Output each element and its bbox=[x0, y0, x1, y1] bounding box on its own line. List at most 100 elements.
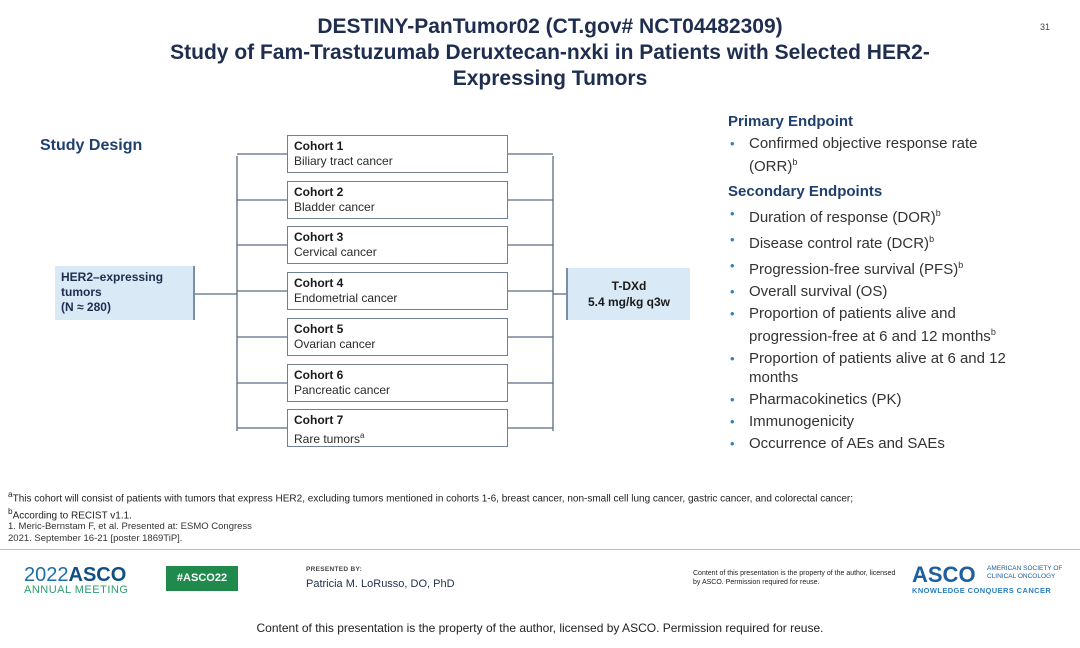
primary-endpoint-heading: Primary Endpoint bbox=[728, 113, 854, 130]
cohort-description-text: Rare tumors bbox=[294, 432, 361, 446]
bullet-icon: • bbox=[730, 232, 735, 247]
footnote-b: bAccording to RECIST v1.1. bbox=[8, 505, 1068, 522]
endpoint-item: •Proportion of patients alive and progre… bbox=[728, 304, 1028, 346]
meeting-subtitle: ANNUAL MEETING bbox=[24, 584, 129, 596]
primary-endpoint-list: • Confirmed objective response rate (ORR)… bbox=[728, 134, 1028, 176]
bullet-icon: • bbox=[730, 284, 735, 299]
cohort-description: Cervical cancer bbox=[294, 245, 501, 260]
endpoint-text: Occurrence of AEs and SAEs bbox=[749, 435, 945, 452]
hashtag-badge: #ASCO22 bbox=[166, 566, 238, 591]
cohort-name: Cohort 4 bbox=[294, 276, 344, 290]
endpoint-text: Confirmed objective response rate (ORR) bbox=[749, 135, 978, 175]
presented-by-label: PRESENTED BY: bbox=[306, 566, 363, 573]
cohort-description: Biliary tract cancer bbox=[294, 154, 501, 169]
cohort-footnote-mark: a bbox=[360, 431, 365, 440]
endpoint-text: Progression-free survival (PFS) bbox=[749, 261, 959, 278]
title-line-3: Expressing Tumors bbox=[452, 67, 648, 90]
endpoint-item: • Duration of response (DOR)b bbox=[728, 204, 1028, 227]
endpoint-footnote-mark: b bbox=[958, 260, 964, 270]
asco-organization-name: AMERICAN SOCIETY OF CLINICAL ONCOLOGY bbox=[987, 565, 1063, 580]
bullet-icon: • bbox=[730, 136, 735, 151]
bullet-icon: • bbox=[730, 414, 735, 429]
bullet-icon: • bbox=[730, 206, 735, 221]
title-line-1: DESTINY-PanTumor02 (CT.gov# NCT04482309) bbox=[317, 15, 783, 38]
cohort-description-text: Endometrial cancer bbox=[294, 291, 398, 305]
endpoint-item: • Pharmacokinetics (PK) bbox=[728, 390, 1028, 409]
population-box: HER2–expressing tumors (N ≈ 280) bbox=[55, 266, 195, 320]
slide-title: DESTINY-PanTumor02 (CT.gov# NCT04482309)… bbox=[40, 14, 1060, 92]
endpoint-text: Proportion of patients alive and progres… bbox=[749, 305, 991, 345]
secondary-endpoint-list: •Duration of response (DOR)b•Disease con… bbox=[728, 204, 1028, 453]
endpoint-footnote-mark: b bbox=[935, 208, 941, 218]
population-line-3: (N ≈ 280) bbox=[61, 300, 111, 314]
footnote-b-mark: b bbox=[8, 506, 13, 517]
endpoint-item: • Confirmed objective response rate (ORR)… bbox=[728, 134, 1028, 176]
cohort-description-text: Pancreatic cancer bbox=[294, 383, 391, 397]
footer-copyright: Content of this presentation is the prop… bbox=[693, 570, 896, 586]
asco-tagline: KNOWLEDGE CONQUERS CANCER bbox=[912, 586, 1052, 595]
endpoint-text: Proportion of patients alive at 6 and 12… bbox=[749, 350, 1006, 386]
asco-logo: ASCO bbox=[912, 562, 976, 587]
treatment-box: T-DXd 5.4 mg/kg q3w bbox=[566, 268, 690, 320]
bullet-icon: • bbox=[730, 392, 735, 407]
endpoint-footnote-mark: b bbox=[792, 157, 798, 167]
cohort-description: Bladder cancer bbox=[294, 200, 501, 215]
treatment-line-1: T-DXd bbox=[611, 279, 647, 293]
footnote-a-text: This cohort will consist of patients wit… bbox=[12, 493, 854, 505]
cohort-description: Ovarian cancer bbox=[294, 337, 501, 352]
cohort-name: Cohort 6 bbox=[294, 368, 344, 382]
reference: 1. Meric-Bernstam F, et al. Presented at… bbox=[8, 521, 252, 544]
title-line-2: Study of Fam-Trastuzumab Deruxtecan-nxki… bbox=[170, 41, 930, 64]
meeting-brand: ASCO bbox=[68, 564, 127, 586]
bullet-icon: • bbox=[730, 258, 735, 273]
bottom-copyright: Content of this presentation is the prop… bbox=[256, 621, 824, 635]
endpoint-text: Pharmacokinetics (PK) bbox=[749, 391, 902, 408]
endpoints-panel: Primary Endpoint • Confirmed objective re… bbox=[728, 112, 1028, 453]
cohort-name: Cohort 2 bbox=[294, 185, 344, 199]
slide-number: 31 bbox=[1039, 22, 1050, 32]
cohort-description-text: Cervical cancer bbox=[294, 245, 377, 259]
secondary-endpoints-heading: Secondary Endpoints bbox=[728, 183, 883, 200]
cohort-description: Rare tumorsa bbox=[294, 428, 501, 447]
cohort-description-text: Biliary tract cancer bbox=[294, 154, 393, 168]
endpoint-item: •Immunogenicity bbox=[728, 412, 1028, 431]
cohort-description: Endometrial cancer bbox=[294, 291, 501, 306]
endpoint-footnote-mark: b bbox=[929, 234, 935, 244]
bullet-icon: • bbox=[730, 436, 735, 451]
presenter-name: Patricia M. LoRusso, DO, PhD bbox=[306, 578, 455, 590]
endpoint-item: • Occurrence of AEs and SAEs bbox=[728, 434, 1028, 453]
footnote-b-text: According to RECIST v1.1. bbox=[12, 510, 132, 522]
footnote-a-mark: a bbox=[8, 489, 13, 499]
cohort-name: Cohort 3 bbox=[294, 230, 344, 244]
cohort-description-text: Bladder cancer bbox=[294, 200, 375, 214]
meeting-logo: 2022ASCO bbox=[24, 564, 126, 587]
endpoint-item: • Progression-free survival (PFS)b bbox=[728, 256, 1028, 279]
study-design-label: Study Design bbox=[40, 137, 143, 154]
meeting-year: 2022 bbox=[24, 564, 69, 586]
endpoint-text: Overall survival (OS) bbox=[749, 283, 888, 300]
bullet-icon: • bbox=[730, 351, 735, 366]
cohort-name: Cohort 5 bbox=[294, 322, 344, 336]
endpoint-item: • Disease control rate (DCR)b bbox=[728, 230, 1028, 253]
cohort-description: Pancreatic cancer bbox=[294, 383, 501, 398]
endpoint-text: Duration of response (DOR) bbox=[749, 209, 936, 226]
endpoint-text: Disease control rate (DCR) bbox=[749, 235, 930, 252]
footnotes: aThis cohort will consist of patients wi… bbox=[8, 488, 1068, 523]
footnote-a: aThis cohort will consist of patients wi… bbox=[8, 488, 1068, 505]
endpoint-footnote-mark: b bbox=[990, 327, 996, 337]
endpoint-item: • Overall survival (OS) bbox=[728, 282, 1028, 301]
cohort-description-text: Ovarian cancer bbox=[294, 337, 376, 351]
footer-divider bbox=[0, 549, 1080, 550]
treatment-line-2: 5.4 mg/kg q3w bbox=[587, 295, 671, 309]
endpoint-item: • Proportion of patients alive at 6 and 1… bbox=[728, 349, 1028, 387]
cohort-name: Cohort 1 bbox=[294, 139, 344, 153]
cohort-name: Cohort 7 bbox=[294, 413, 344, 427]
population-line-2: tumors bbox=[61, 285, 102, 299]
